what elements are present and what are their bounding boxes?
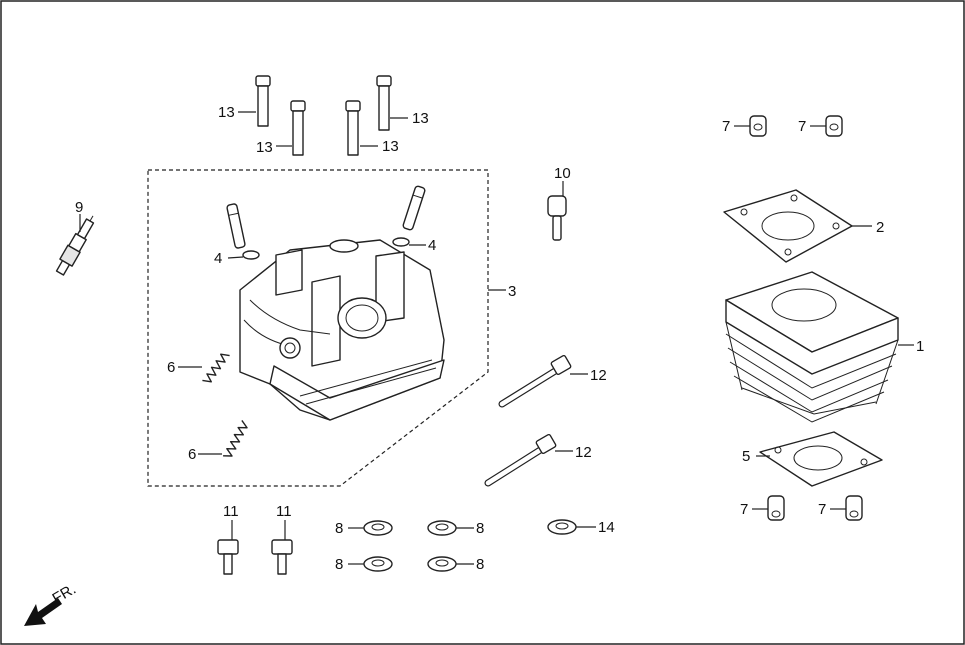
- head-assembly-boundary: [147, 169, 489, 487]
- bolt-13-d: [376, 75, 392, 131]
- label-8-2: 8: [476, 520, 484, 537]
- dowel-top-left: [749, 115, 767, 137]
- label-8-3: 8: [335, 556, 343, 573]
- label-13-a: 13: [218, 104, 235, 121]
- base-gasket: [759, 431, 883, 487]
- label-10: 10: [554, 165, 571, 182]
- stud-12-upper: [498, 354, 572, 408]
- spring-upper: [202, 353, 230, 383]
- label-13-b: 13: [256, 139, 273, 156]
- label-11-left: 11: [223, 503, 239, 520]
- label-7-bottom-right: 7: [818, 501, 826, 518]
- stud-12-lower: [484, 433, 557, 487]
- label-13-d: 13: [412, 110, 429, 127]
- dowel-bottom-left: [767, 495, 785, 521]
- label-6-lower: 6: [188, 446, 196, 463]
- label-3: 3: [508, 283, 516, 300]
- label-12-lower: 12: [575, 444, 592, 461]
- washer-8-1: [363, 520, 393, 536]
- label-2: 2: [876, 219, 884, 236]
- valve-guide-right: [402, 185, 426, 231]
- label-12-upper: 12: [590, 367, 607, 384]
- washer-8-3: [363, 556, 393, 572]
- label-11-right: 11: [276, 503, 292, 520]
- label-4-left: 4: [214, 250, 222, 267]
- label-7-top-left: 7: [722, 118, 730, 135]
- label-6-upper: 6: [167, 359, 175, 376]
- bolt-13-c: [345, 100, 361, 156]
- oring-right: [392, 237, 410, 247]
- label-8-1: 8: [335, 520, 343, 537]
- label-7-top-right: 7: [798, 118, 806, 135]
- valve-guide-left: [226, 203, 246, 249]
- label-14: 14: [598, 519, 615, 536]
- label-1: 1: [916, 338, 924, 355]
- cylinder: [725, 271, 899, 423]
- front-arrow-icon: [24, 598, 62, 626]
- bolt-13-b: [290, 100, 306, 156]
- bolt-11-right: [271, 539, 293, 575]
- label-13-c: 13: [382, 138, 399, 155]
- spring-lower: [223, 420, 248, 457]
- label-5: 5: [742, 448, 750, 465]
- bolt-13-a: [255, 75, 271, 127]
- label-7-bottom-left: 7: [740, 501, 748, 518]
- head-gasket: [723, 189, 853, 263]
- spark-plug: [55, 215, 95, 276]
- dowel-top-right: [825, 115, 843, 137]
- washer-8-4: [427, 556, 457, 572]
- label-8-4: 8: [476, 556, 484, 573]
- dowel-bottom-right: [845, 495, 863, 521]
- label-9: 9: [75, 199, 83, 216]
- bolt-10: [547, 195, 567, 241]
- cylinder-head: [239, 239, 445, 421]
- washer-14: [547, 519, 577, 535]
- washer-8-2: [427, 520, 457, 536]
- bolt-11-left: [217, 539, 239, 575]
- label-4-right: 4: [428, 237, 436, 254]
- oring-left: [242, 250, 260, 260]
